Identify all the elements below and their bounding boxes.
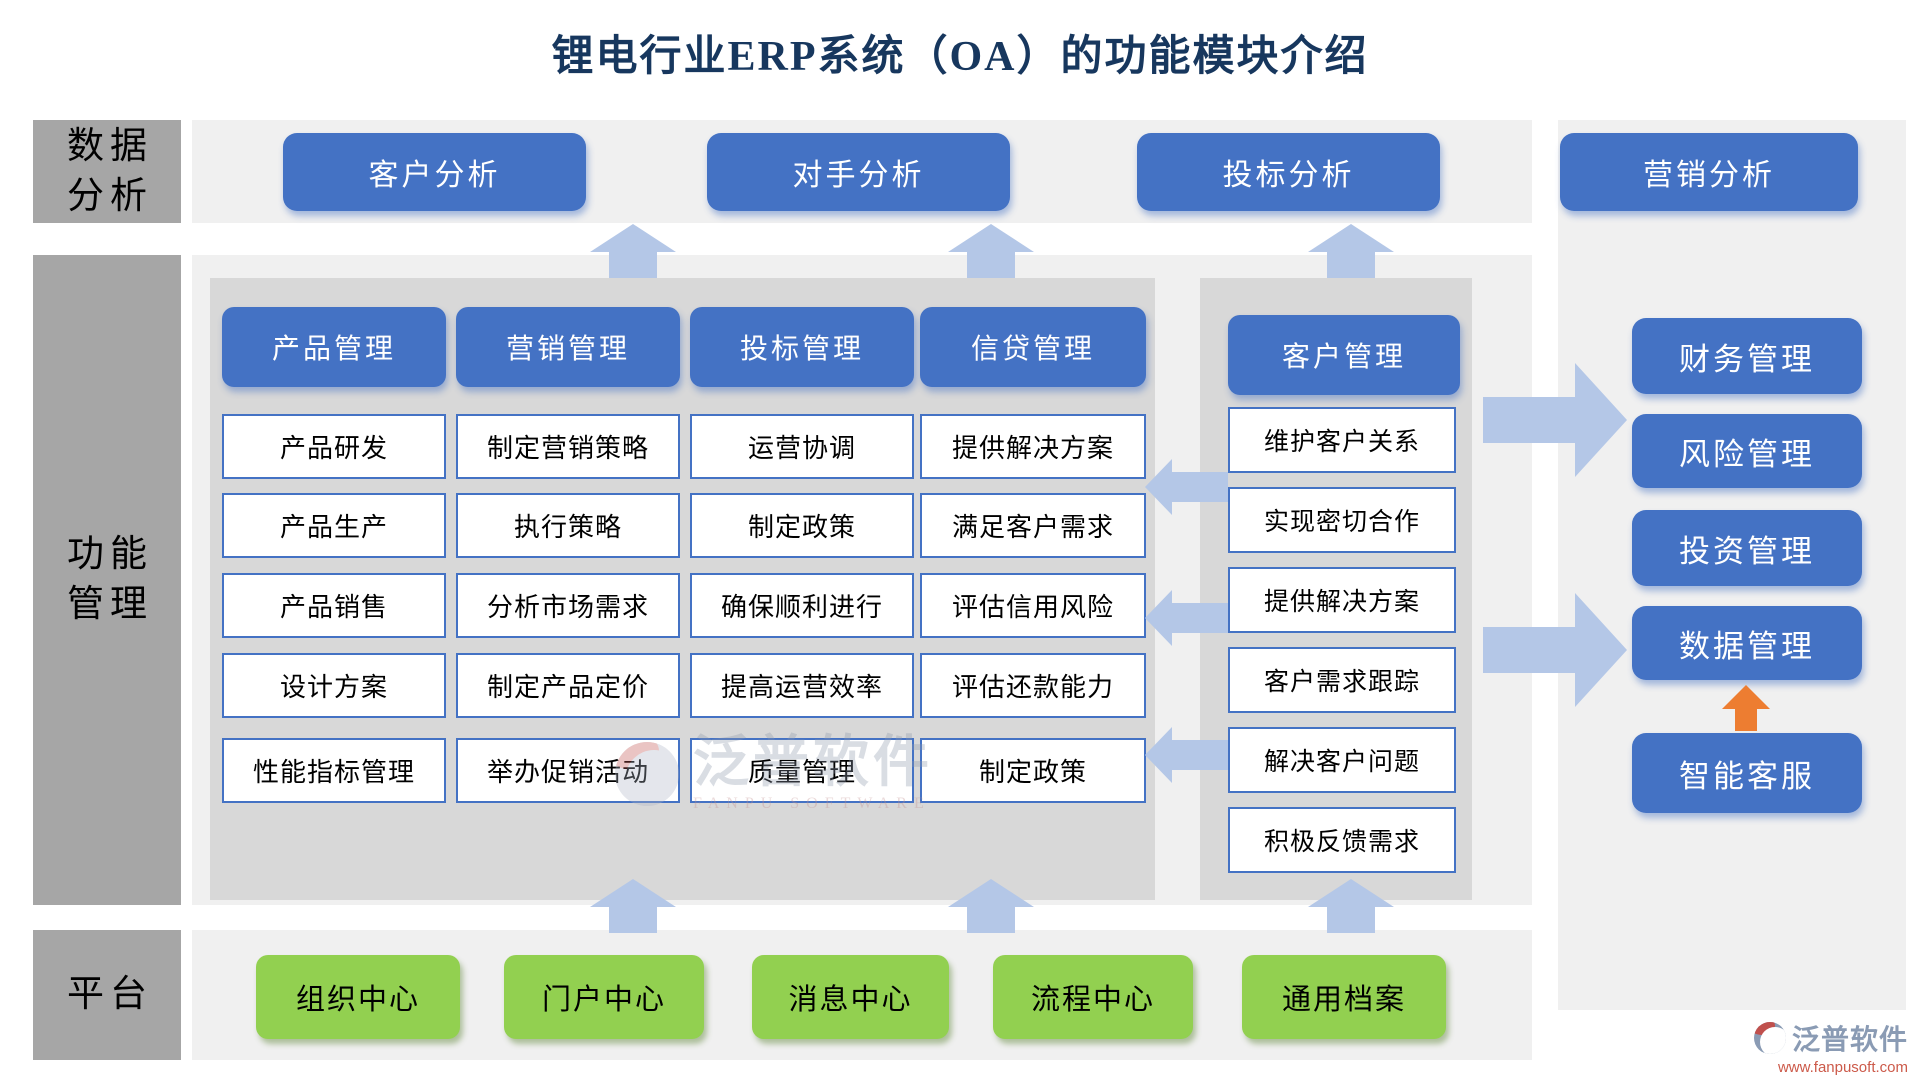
sidebar-label-line: 管理 xyxy=(67,584,153,625)
up-arrow xyxy=(1308,224,1394,278)
up-arrow xyxy=(948,879,1034,933)
customer-cell: 实现密切合作 xyxy=(1228,487,1456,553)
left-arrow xyxy=(1145,727,1228,783)
function-cell: 制定政策 xyxy=(690,493,914,558)
arrow-shaft xyxy=(609,252,657,278)
platform-button-workflow: 流程中心 xyxy=(993,955,1193,1039)
right-button-risk: 风险管理 xyxy=(1632,414,1862,488)
right-button-data: 数据管理 xyxy=(1632,606,1862,680)
arrow-head xyxy=(1308,879,1394,907)
arrow-shaft xyxy=(1735,709,1757,731)
function-cell: 提高运营效率 xyxy=(690,653,914,718)
arrow-head xyxy=(590,879,676,907)
customer-cell: 客户需求跟踪 xyxy=(1228,647,1456,713)
function-cell: 产品销售 xyxy=(222,573,446,638)
analysis-button-competitor: 对手分析 xyxy=(707,133,1010,211)
up-arrow xyxy=(590,879,676,933)
arrow-head xyxy=(1575,593,1627,707)
sidebar-label-line: 功能 xyxy=(67,534,153,576)
arrow-head xyxy=(1145,727,1172,783)
vendor-url: www.fanpusoft.com xyxy=(1777,1059,1908,1076)
function-cell: 评估信用风险 xyxy=(920,573,1146,638)
right-button-finance: 财务管理 xyxy=(1632,318,1862,394)
left-arrow xyxy=(1145,590,1228,646)
column-header-marketing: 营销管理 xyxy=(456,307,680,387)
function-cell: 评估还款能力 xyxy=(920,653,1146,718)
arrow-shaft xyxy=(967,252,1015,278)
arrow-head xyxy=(1308,224,1394,252)
function-cell: 产品研发 xyxy=(222,414,446,479)
sidebar-label-line: 数据 xyxy=(67,125,153,167)
right-arrow xyxy=(1483,363,1627,477)
function-cell: 制定政策 xyxy=(920,738,1146,803)
arrow-shaft xyxy=(1483,397,1575,443)
arrow-shaft xyxy=(1483,627,1575,673)
function-cell: 性能指标管理 xyxy=(222,738,446,803)
left-arrow xyxy=(1145,459,1228,515)
arrow-head xyxy=(948,879,1034,907)
sidebar-label-line: 分析 xyxy=(67,175,153,217)
function-cell: 执行策略 xyxy=(456,493,680,558)
function-cell: 制定产品定价 xyxy=(456,653,680,718)
customer-cell: 维护客户关系 xyxy=(1228,407,1456,473)
function-cell: 满足客户需求 xyxy=(920,493,1146,558)
sidebar-item-function-management: 功能 管理 xyxy=(33,255,181,905)
arrow-shaft xyxy=(609,907,657,933)
right-button-investment: 投资管理 xyxy=(1632,510,1862,586)
vendor-name: 泛普软件 xyxy=(1791,1025,1908,1056)
platform-button-message: 消息中心 xyxy=(752,955,949,1039)
function-cell: 质量管理 xyxy=(690,738,914,803)
function-cell: 产品生产 xyxy=(222,493,446,558)
arrow-shaft xyxy=(1172,740,1228,770)
arrow-head xyxy=(1722,685,1770,709)
analysis-button-customer: 客户分析 xyxy=(283,133,586,211)
arrow-shaft xyxy=(1327,907,1375,933)
right-button-smart-service: 智能客服 xyxy=(1632,733,1862,813)
arrow-shaft xyxy=(1327,252,1375,278)
arrow-head xyxy=(1575,363,1627,477)
function-cell: 提供解决方案 xyxy=(920,414,1146,479)
customer-cell: 积极反馈需求 xyxy=(1228,807,1456,873)
customer-cell: 提供解决方案 xyxy=(1228,567,1456,633)
right-arrow xyxy=(1483,593,1627,707)
analysis-button-marketing: 营销分析 xyxy=(1560,133,1858,211)
platform-button-organization: 组织中心 xyxy=(256,955,460,1039)
column-header-customer: 客户管理 xyxy=(1228,315,1460,395)
page-title: 锂电行业ERP系统（OA）的功能模块介绍 xyxy=(551,34,1369,80)
fanpu-logo-icon xyxy=(1753,1022,1786,1054)
column-header-credit: 信贷管理 xyxy=(920,307,1146,387)
function-cell: 设计方案 xyxy=(222,653,446,718)
function-cell: 制定营销策略 xyxy=(456,414,680,479)
function-cell: 确保顺利进行 xyxy=(690,573,914,638)
vendor-logo: 泛普软件 www.fanpusoft.com xyxy=(1753,1018,1908,1076)
sidebar-label-line: 平台 xyxy=(67,974,153,1016)
up-arrow xyxy=(948,224,1034,278)
sidebar-item-platform: 平台 xyxy=(33,930,181,1060)
analysis-button-bidding: 投标分析 xyxy=(1137,133,1440,211)
function-cell: 举办促销活动 xyxy=(456,738,680,803)
function-cell: 分析市场需求 xyxy=(456,573,680,638)
platform-button-portal: 门户中心 xyxy=(504,955,704,1039)
orange-up-arrow xyxy=(1722,685,1770,731)
arrow-head xyxy=(1145,590,1172,646)
arrow-shaft xyxy=(967,907,1015,933)
arrow-head xyxy=(948,224,1034,252)
arrow-head xyxy=(590,224,676,252)
function-cell: 运营协调 xyxy=(690,414,914,479)
up-arrow xyxy=(1308,879,1394,933)
sidebar-item-data-analysis: 数据 分析 xyxy=(33,120,181,223)
arrow-shaft xyxy=(1172,472,1228,502)
column-header-product: 产品管理 xyxy=(222,307,446,387)
arrow-shaft xyxy=(1172,603,1228,633)
arrow-head xyxy=(1145,459,1172,515)
up-arrow xyxy=(590,224,676,278)
column-header-bidding: 投标管理 xyxy=(690,307,914,387)
platform-button-archive: 通用档案 xyxy=(1242,955,1446,1039)
customer-cell: 解决客户问题 xyxy=(1228,727,1456,793)
